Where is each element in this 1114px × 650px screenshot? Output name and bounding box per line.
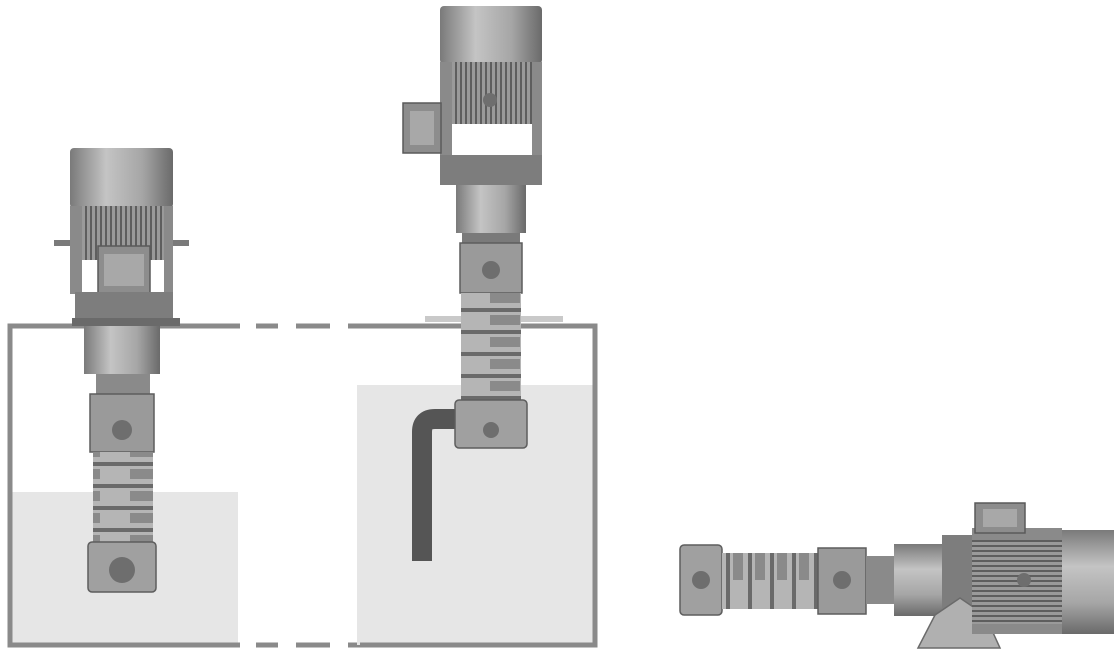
motor-flange: [440, 155, 542, 185]
fan-cover-bolt: [1017, 573, 1031, 587]
lantern-housing: [894, 544, 942, 616]
suction-pipe: [412, 409, 458, 561]
motor-fins: [972, 540, 1062, 624]
lantern-housing: [456, 185, 526, 233]
tank-left: [7, 323, 360, 648]
horizontal-pump: [679, 502, 1114, 649]
fan-cover-bolt: [483, 93, 497, 107]
motor-cap: [1062, 530, 1114, 634]
pump-stages: [722, 553, 818, 609]
lifting-lug-right: [173, 240, 189, 246]
lantern-housing: [84, 326, 160, 374]
pump-stages: [461, 293, 521, 400]
motor-fins: [452, 62, 532, 124]
pump-stages: [93, 452, 153, 542]
motor-body: [70, 206, 82, 294]
motor-cap: [70, 148, 173, 208]
motor-cap: [440, 6, 542, 64]
vertical-pump-immersed: [54, 148, 189, 593]
vertical-pump-with-suction-pipe: [402, 6, 542, 561]
lifting-lug-left: [54, 240, 70, 246]
discharge-head: [89, 393, 155, 453]
motor-flange: [75, 292, 173, 318]
